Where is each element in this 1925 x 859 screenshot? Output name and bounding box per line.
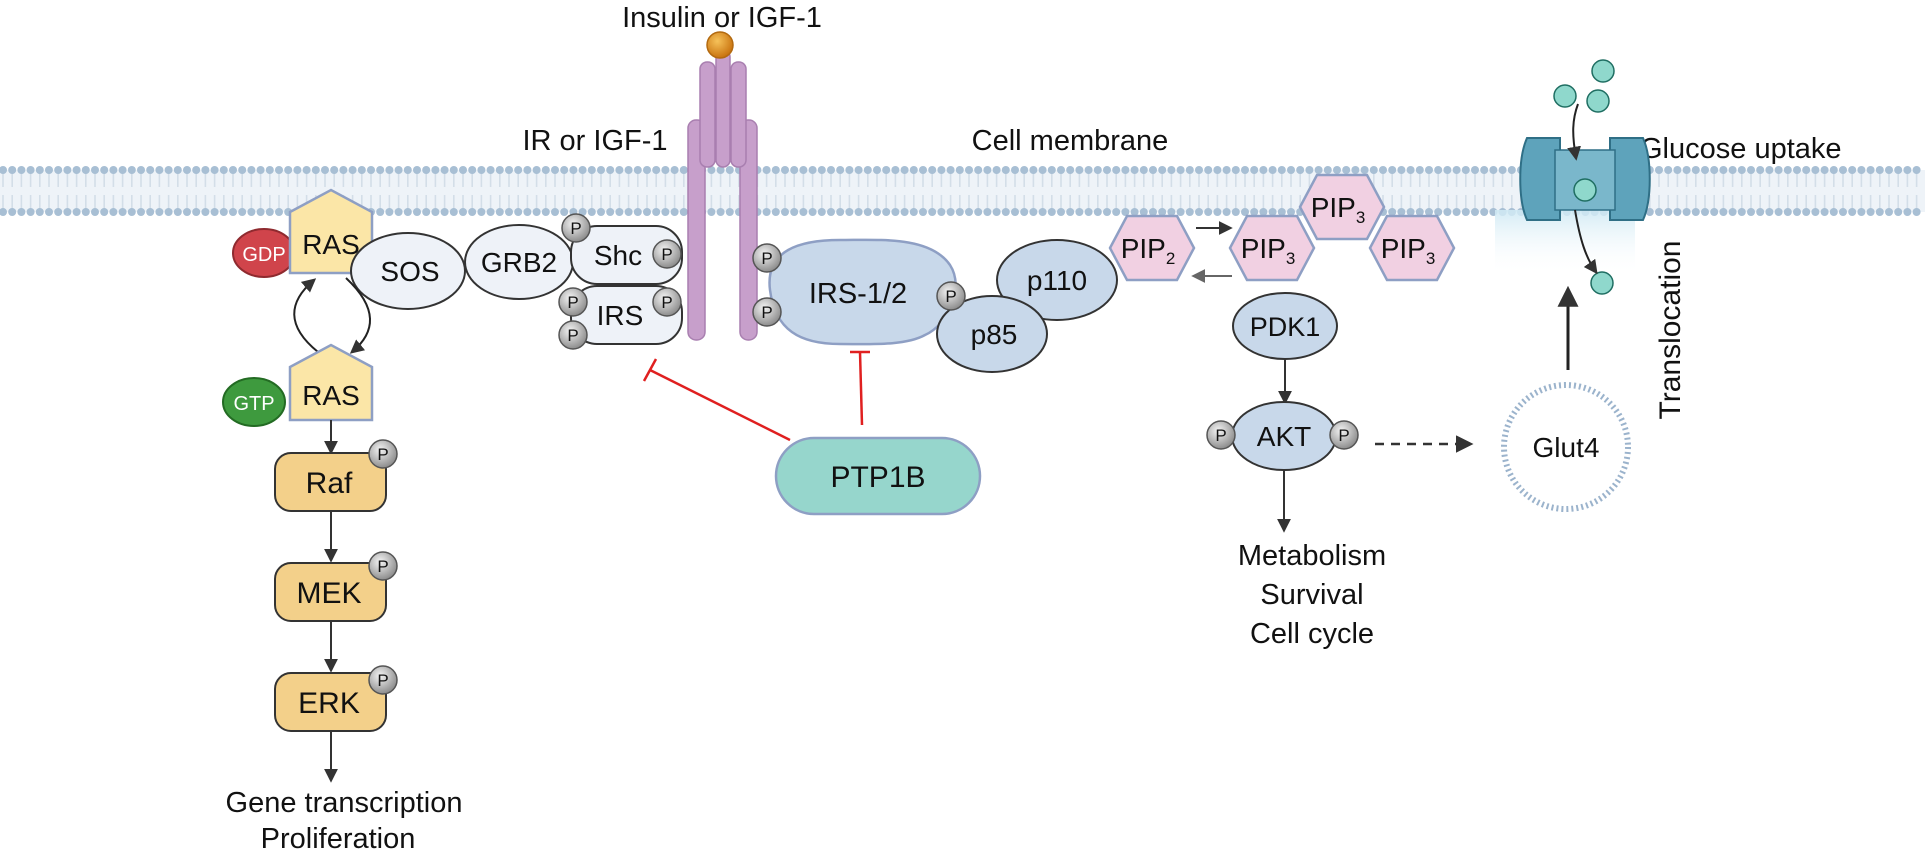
p85-node xyxy=(936,295,1048,373)
insulin-receptor xyxy=(687,49,758,341)
sos-label: SOS xyxy=(380,256,439,287)
receptor-label: IR or IGF-1 xyxy=(522,125,667,157)
akt-label: AKT xyxy=(1257,421,1311,452)
p110-label: p110 xyxy=(1027,265,1087,296)
phospho-irs-right: P xyxy=(652,287,682,317)
membrane-label: Cell membrane xyxy=(972,125,1169,157)
ptp1b-inhibit-receptor xyxy=(649,368,791,442)
phospho-shc-top: P xyxy=(561,213,591,243)
irs-label: IRS xyxy=(597,300,644,331)
glucose-molecule xyxy=(1553,84,1577,108)
ras-top-label: RAS xyxy=(302,229,360,260)
phospho-receptor-lower: P xyxy=(752,297,782,327)
pip2-hexagon xyxy=(1108,214,1196,282)
svg-text:P: P xyxy=(761,303,772,322)
ptp1b-label: PTP1B xyxy=(830,461,925,494)
shc-node xyxy=(570,225,683,285)
svg-text:P: P xyxy=(1338,426,1349,445)
svg-text:P: P xyxy=(377,671,388,690)
pip3-right-label: PIP3 xyxy=(1381,233,1436,268)
translocation-label: Translocation xyxy=(1654,241,1687,420)
glucose-molecule xyxy=(1591,59,1615,83)
mapk-outcome-line2: Proliferation xyxy=(261,823,416,854)
svg-text:P: P xyxy=(377,445,388,464)
gdp-label: GDP xyxy=(242,244,285,266)
grb2-label: GRB2 xyxy=(481,247,557,278)
akt-outcome-line2: Survival xyxy=(1260,579,1363,611)
p85-label: p85 xyxy=(971,319,1018,350)
shc-label: Shc xyxy=(594,240,642,271)
glut4-vesicle xyxy=(1501,382,1631,512)
svg-text:P: P xyxy=(570,219,581,238)
mek-label: MEK xyxy=(296,577,361,610)
glucose-molecule xyxy=(1590,271,1614,295)
ras-exchange-arrow-down xyxy=(345,277,371,354)
ptp1b-inhibit-receptor-bar xyxy=(642,358,658,382)
akt-outcome-line1: Metabolism xyxy=(1238,540,1386,572)
glucose-transporter xyxy=(1519,137,1651,221)
phospho-irs-top: P xyxy=(558,287,588,317)
svg-text:P: P xyxy=(567,293,578,312)
phospho-akt-right: P xyxy=(1329,420,1359,450)
pip2-label: PIP2 xyxy=(1121,233,1176,268)
gtp-label: GTP xyxy=(233,393,274,415)
irs12-label: IRS-1/2 xyxy=(809,278,907,310)
glut4-label: Glut4 xyxy=(1533,432,1600,463)
pdk1-label: PDK1 xyxy=(1250,312,1321,342)
ras-bottom-label: RAS xyxy=(302,380,360,411)
mapk-outcome-line1: Gene transcription xyxy=(226,787,463,819)
svg-text:P: P xyxy=(377,557,388,576)
ligand-label: Insulin or IGF-1 xyxy=(622,2,822,34)
pip3-hexagon-top xyxy=(1298,173,1386,241)
ligand-ball xyxy=(706,31,734,59)
ras-exchange-arrow-up xyxy=(293,278,319,353)
raf-label: Raf xyxy=(306,467,353,500)
phospho-irs-bottom: P xyxy=(558,320,588,350)
glucose-molecule xyxy=(1573,178,1597,202)
svg-text:P: P xyxy=(661,245,672,264)
gtp-badge xyxy=(222,377,286,427)
phospho-erk: P xyxy=(368,665,398,695)
pip3-top-label: PIP3 xyxy=(1311,192,1366,227)
ptp1b-inhibit-irs xyxy=(858,351,864,426)
svg-text:P: P xyxy=(661,293,672,312)
sos-node xyxy=(350,232,466,310)
phospho-raf: P xyxy=(368,439,398,469)
phospho-receptor-upper: P xyxy=(752,243,782,273)
p110-node xyxy=(996,239,1118,321)
phospho-shc-right: P xyxy=(652,239,682,269)
glucose-exit-arrow xyxy=(1574,209,1598,275)
svg-text:P: P xyxy=(567,326,578,345)
akt-outcome-line3: Cell cycle xyxy=(1250,618,1374,650)
pip3-left-label: PIP3 xyxy=(1241,233,1296,268)
glucose-entry-arrow xyxy=(1567,103,1581,161)
glucose-molecule xyxy=(1586,89,1610,113)
pip3-hexagon-left xyxy=(1228,214,1316,282)
glucose-uptake-label: Glucose uptake xyxy=(1640,133,1842,165)
phospho-irs12: P xyxy=(936,281,966,311)
ptp1b-node xyxy=(774,436,982,516)
erk-label: ERK xyxy=(298,687,360,720)
phospho-mek: P xyxy=(368,551,398,581)
phospho-akt-left: P xyxy=(1206,420,1236,450)
pip3-hexagon-right xyxy=(1368,214,1456,282)
ras-bottom-shape xyxy=(288,343,374,422)
svg-text:P: P xyxy=(945,287,956,306)
svg-text:P: P xyxy=(761,249,772,268)
svg-text:P: P xyxy=(1215,426,1226,445)
